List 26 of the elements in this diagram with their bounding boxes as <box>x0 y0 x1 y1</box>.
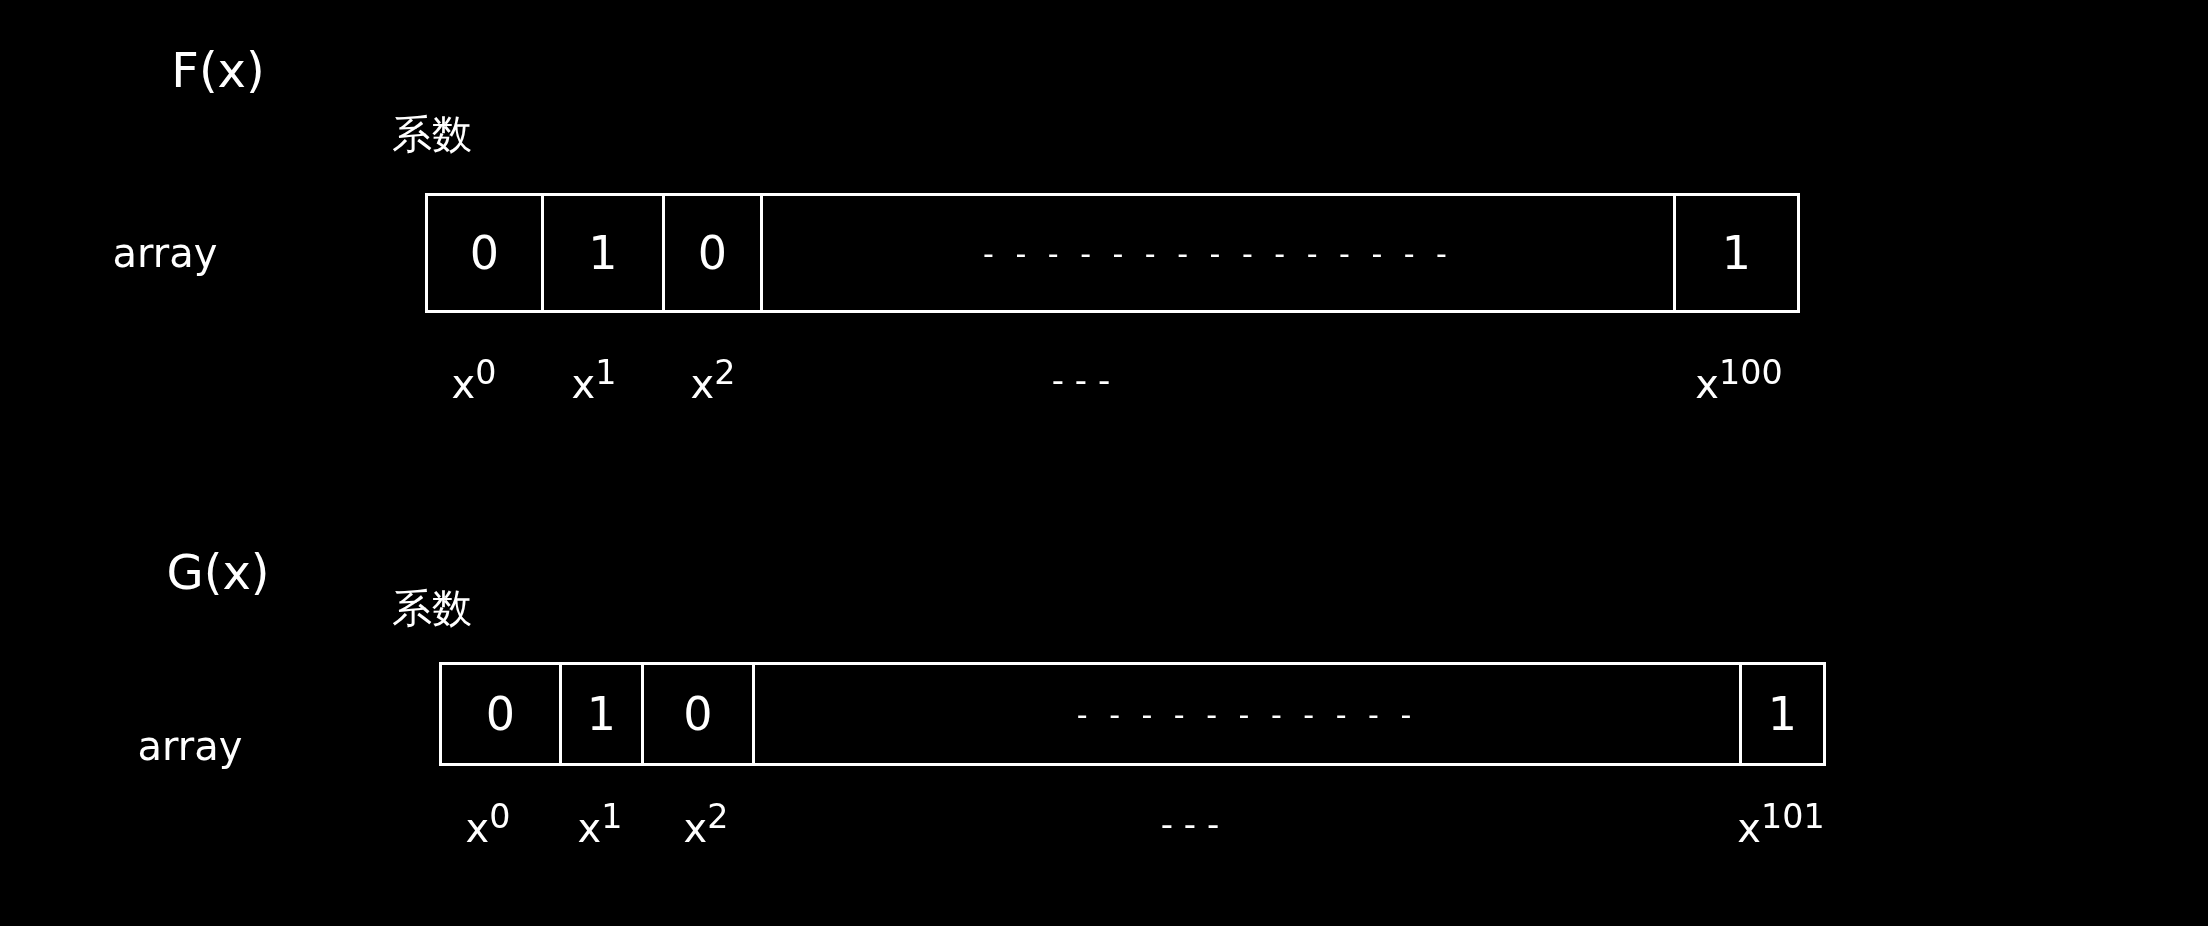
power-label: x$^{101}$ <box>1737 796 1825 852</box>
power-label: x$^{2}$ <box>690 352 736 408</box>
array-cell: 1 <box>559 662 644 766</box>
array-cell: 0 <box>439 662 562 766</box>
ellipsis: - - - <box>1051 360 1111 400</box>
array-cell: 1 <box>1739 662 1826 766</box>
power-label: x$^{1}$ <box>571 352 617 408</box>
power-label: x$^{0}$ <box>451 352 497 408</box>
array-cell: 0 <box>425 193 544 313</box>
array-cell: 0 <box>662 193 763 313</box>
row-label: array <box>137 723 243 769</box>
array-cell: 0 <box>641 662 755 766</box>
function-name: G(x) <box>166 544 270 600</box>
power-label: x$^{100}$ <box>1695 352 1783 408</box>
array-cell: - - - - - - - - - - - <box>752 662 1742 766</box>
array-cell: 1 <box>541 193 665 313</box>
power-label: x$^{1}$ <box>577 796 623 852</box>
heading: 系数 <box>392 109 472 159</box>
function-name: F(x) <box>171 42 265 98</box>
heading: 系数 <box>392 583 472 633</box>
power-label: x$^{2}$ <box>683 796 729 852</box>
array-cell: - - - - - - - - - - - - - - - <box>760 193 1676 313</box>
ellipsis: - - - <box>1160 804 1220 844</box>
power-label: x$^{0}$ <box>465 796 511 852</box>
array-cell: 1 <box>1673 193 1800 313</box>
row-label: array <box>112 230 218 276</box>
